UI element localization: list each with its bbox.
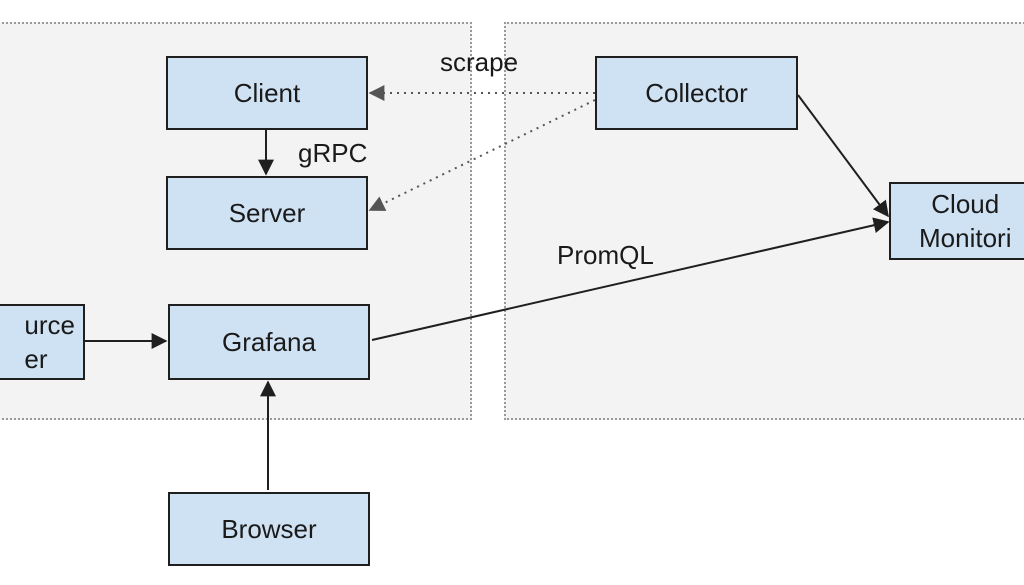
cloud-monitoring-node: Cloud Monitori [889,182,1024,260]
browser-node: Browser [168,492,370,566]
data-source-node: urce er [0,304,85,380]
client-node: Client [166,56,368,130]
promql-label: PromQL [557,240,654,270]
collector-node: Collector [595,56,798,130]
scrape-label: scrape [440,47,519,77]
scrape-edge-server [368,99,596,211]
server-node: Server [166,176,368,250]
collector-to-monitoring-edge [797,94,889,218]
grpc-label: gRPC [298,138,368,168]
promql-edge [371,217,890,341]
grafana-node: Grafana [168,304,370,380]
